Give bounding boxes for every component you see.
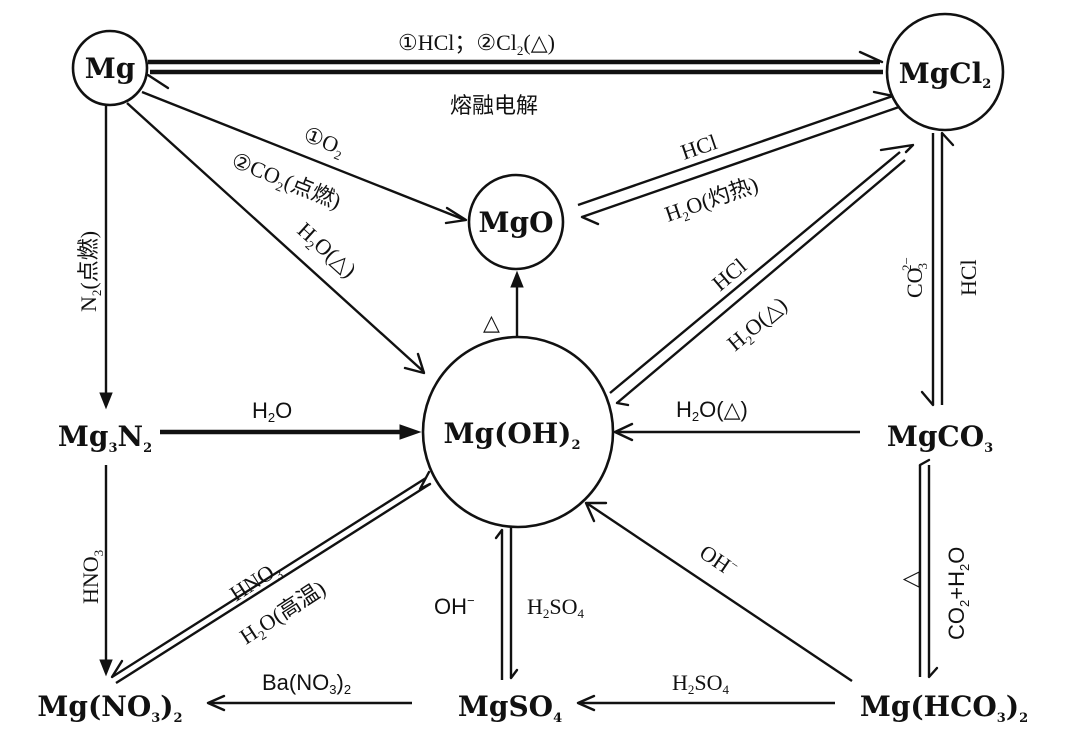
arrow-mgco3-to-mgcl2-head [940,131,955,147]
label-mgco3-to-mghco32: CO2+H2O [944,547,972,640]
node-mghco32: Mg(HCO3)2 [860,690,1028,726]
label-mg-to-mg3n2: N2(点燃) [76,231,104,312]
arrow-mghco32-to-mgoh2-head [584,501,608,523]
node-mgo: MgO [467,173,565,271]
edge-mgco3-to-mgoh2 [613,422,860,442]
label-mgcl2-to-mg: 熔融电解 [450,93,538,118]
edge-mghco32-to-mgso4 [576,694,835,712]
node-mgoh2: Mg(OH)2 [421,335,615,529]
arrow-mgso4-to-mgoh2-head [494,528,504,540]
arrow-mg3n2-to-mgoh2-head [399,424,422,440]
edge-mgo-mgcl2 [577,90,900,226]
node-mgcl2-circle [885,12,1005,132]
node-mghco32-label: Mg(HCO3)2 [860,690,1028,726]
edge-mgoh2-to-mgo [510,270,524,338]
arrow-mgo-to-mgcl2-line [577,94,894,207]
arrow-mgco3-to-mgoh2-head [613,422,634,442]
arrow-mgcl2-to-mgco3-head [920,390,935,407]
edge-mgco3-mghco32 [918,458,939,679]
edge-mgoh2-mgno32 [110,470,432,685]
arrow-mg-to-mgo-line [141,90,466,222]
label-mg-to-mgo-co2: ②CO2(点燃) [227,147,345,216]
arrow-mg-to-mgcl2-head [858,50,884,64]
edge-mg-mgcl2 [146,50,884,90]
edge-mg-to-mgoh2 [126,102,426,375]
arrow-mghco32-to-mgso4-head [576,694,596,712]
node-mgoh2-label: Mg(OH)2 [444,417,581,453]
arrow-mg-to-mg3n2-head [99,392,113,410]
label-mghco32-to-mgso4: H2SO4 [672,670,730,697]
label-mg3n2-to-mgoh2: H2O [252,398,292,425]
edge-mg3n2-to-mgno32 [99,465,113,677]
node-mg3n2-label: Mg3N2 [58,420,152,456]
arrow-mg-to-mgoh2-head [403,352,426,375]
arrow-mg-to-mgoh2-line [126,102,425,373]
arrow-mgoh2-to-mgso4-head [509,668,519,680]
node-mgoh2-circle [421,335,615,529]
arrow-mg3n2-to-mgno32-head [99,659,113,677]
label-mgcl2-to-mgoh2: H2O(△) [722,292,794,358]
label-mgco3-to-mgcl2: HCl [956,259,981,296]
arrow-mgcl2-to-mgoh2-head [615,401,630,407]
label-mgcl2-to-mgco3: CO32− [899,257,930,298]
arrow-mgoh2-to-mgo-head [510,270,524,288]
arrow-mgco3-to-mghco32-head [927,666,939,679]
label-mgo-to-mgcl2: HCl [677,129,720,165]
edge-mgoh2-mgcl2 [609,143,915,407]
edge-mgso4-to-mgno32 [206,694,412,712]
label-mgoh2-to-mgcl2: HCl [707,253,751,296]
label-mgso4-to-mgoh2: OH− [434,593,475,619]
edge-mghco32-to-mgoh2 [584,501,853,682]
arrow-mgoh2-to-mgno32-head [110,659,124,679]
node-mgo-label: MgO [479,206,554,239]
arrow-mgcl2-to-mgoh2-line [616,159,906,404]
label-mghco32-to-mgco3: △ [897,571,922,588]
label-mgso4-to-mgno32: Ba(NO3)2 [262,670,351,697]
node-mgno32-label: Mg(NO3)2 [37,690,182,726]
label-mg3n2-to-mgno32: HNO3 [78,550,106,604]
node-mg: Mg [71,29,149,107]
arrow-mgcl2-to-mgo-head [580,215,600,226]
arrow-mgcl2-to-mg-head [146,73,170,90]
node-mgso4-label: MgSO4 [458,690,562,726]
arrow-mgoh2-to-mgcl2-line [609,151,901,394]
node-mgcl2: MgCl2 [885,12,1005,132]
edge-mgcl2-mgco3 [920,131,955,407]
node-mgco3-label: MgCO3 [887,420,993,456]
label-mgcl2-to-mgo: H2O(灼热) [661,172,762,230]
edge-mg-to-mgo [141,90,468,225]
arrow-mghco32-to-mgco3-head [918,458,931,467]
node-mgso4: MgSO4 [458,690,562,726]
arrow-mghco32-to-mgoh2-line [587,503,853,682]
label-mgoh2-to-mgo: △ [483,310,500,335]
arrow-mgoh2-to-mgno32-line [111,476,427,679]
label-mgoh2-to-mgso4: H2SO4 [527,594,585,621]
label-mgco3-to-mgoh2: H2O(△) [676,397,748,424]
node-mg-label: Mg [85,52,136,85]
node-mg3n2: Mg3N2 [58,420,152,456]
edge-mgoh2-mgso4 [494,527,519,680]
edge-mg3n2-to-mgoh2 [160,424,422,440]
node-mgco3: MgCO3 [887,420,993,456]
node-mgno32: Mg(NO3)2 [37,690,182,726]
edge-mg-to-mg3n2 [99,105,113,410]
arrow-mg-to-mgo-head [444,206,468,225]
arrow-mgo-to-mgcl2-head [872,90,895,98]
arrow-mgcl2-to-mgo-line [581,105,900,219]
node-mgo-circle [467,173,565,271]
node-mg-circle [71,29,149,107]
node-mgcl2-label: MgCl2 [899,57,992,92]
arrow-mgno32-to-mgoh2-head [418,470,432,491]
arrow-mgso4-to-mgno32-head [206,694,226,712]
label-mg-to-mgcl2: ①HCl；②Cl2(△) [398,30,555,58]
label-mghco32-to-mgoh2: OH− [695,539,742,582]
arrow-mgoh2-to-mgcl2-head [879,143,915,154]
label-mg-to-mgoh2: H2O(△) [291,217,362,285]
arrow-mgno32-to-mgoh2-line [115,482,431,685]
